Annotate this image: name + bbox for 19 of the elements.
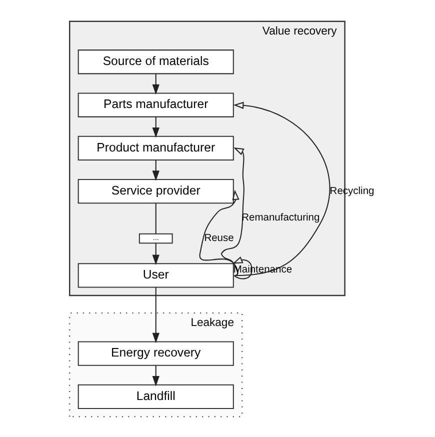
node-box: Landfill [77,384,234,408]
node-box: User [77,262,234,288]
arrow [152,286,159,343]
arrow [152,116,159,138]
node-box: Parts manufacturer [77,92,234,117]
node-box: ... [138,232,172,244]
arrow [152,364,159,386]
node-box: Product manufacturer [77,135,234,160]
arrow [220,146,244,276]
arrow [152,159,159,180]
arrow [198,189,239,276]
connector [154,202,156,234]
arrow [232,101,330,276]
node-box: Service provider [77,178,234,204]
node-box: Energy recovery [77,340,234,366]
arrow [152,73,159,94]
node-box: Source of materials [77,49,234,74]
edge-label: Reuse [204,232,234,244]
arrow [152,242,159,265]
